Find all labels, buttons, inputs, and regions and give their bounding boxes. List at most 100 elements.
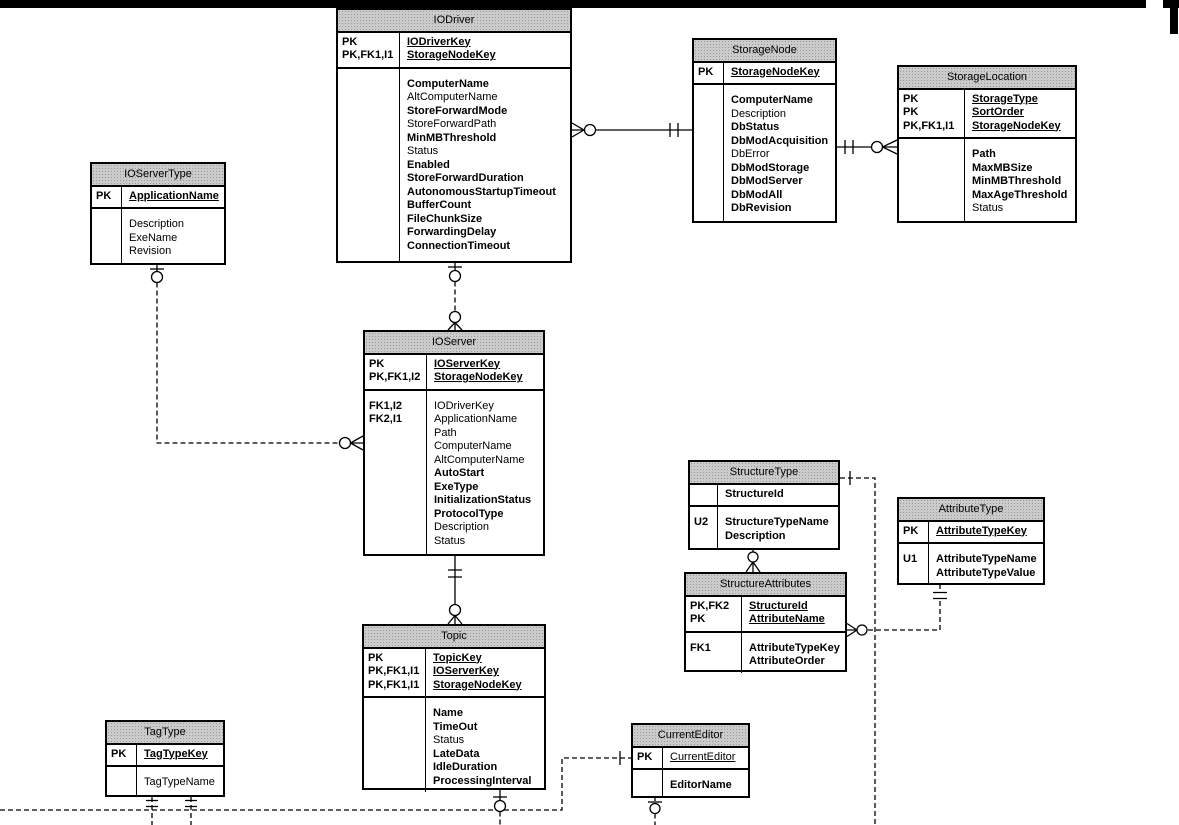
attr-field: ExeType (434, 480, 479, 493)
attr-field: DbStatus (731, 121, 780, 133)
attr-field: DbModStorage (731, 161, 810, 174)
entity-structuretype[interactable]: StructureType StructureId U2 StructureTy… (688, 460, 840, 550)
key-designator-column: PK (633, 747, 663, 768)
key-field: StorageType (972, 92, 1038, 105)
attr-designator-column (338, 68, 400, 261)
key-designator: PK (903, 106, 919, 118)
rel-storagenode-iodriver[interactable] (571, 122, 692, 138)
key-field: StorageNodeKey (433, 678, 522, 691)
attr-field: Description (725, 529, 786, 542)
key-designator: PK,FK1,I1 (903, 119, 955, 132)
attr-designator-column (107, 767, 137, 795)
key-field-column: CurrentEditor (663, 748, 748, 769)
key-field: SortOrder (972, 106, 1024, 118)
attr-field: Revision (129, 245, 172, 257)
attr-field: BufferCount (407, 199, 472, 211)
attr-field: AttributeTypeKey (749, 641, 840, 654)
rel-ioservertype-ioserver[interactable] (150, 265, 364, 451)
entity-title: AttributeType (899, 499, 1043, 522)
attr-field: DbModServer (731, 175, 803, 187)
attr-designator-column (633, 770, 663, 797)
key-designator: PK (342, 35, 358, 48)
entity-attribute-section: EditorName (633, 770, 748, 797)
attr-field: AltComputerName (407, 91, 498, 103)
key-designator: PK (903, 92, 919, 105)
attr-field: MaxMBSize (972, 161, 1033, 174)
key-field: TopicKey (433, 651, 482, 664)
key-designator-column: PK (899, 521, 929, 542)
attr-field-column: TagTypeName (137, 767, 223, 795)
entity-title: StorageLocation (899, 67, 1075, 90)
attr-field: ProtocolType (434, 507, 504, 520)
attr-field: ConnectionTimeout (407, 239, 511, 252)
attr-field: DbModAcquisition (731, 134, 829, 147)
attr-designator: U1 (903, 553, 918, 565)
entity-tagtype[interactable]: TagType PK TagTypeKey TagTypeName (105, 720, 225, 797)
entity-currenteditor[interactable]: CurrentEditor PK CurrentEditor EditorNam… (631, 723, 750, 798)
key-designator: PK (690, 613, 706, 625)
attr-field: TimeOut (433, 720, 478, 733)
key-field-column: TagTypeKey (137, 745, 223, 766)
attr-field: ProcessingInterval (433, 774, 532, 787)
attr-field: Status (972, 202, 1004, 214)
entity-ioservertype[interactable]: IOServerType PK ApplicationName Descript… (90, 162, 226, 265)
rel-ioserver-topic[interactable] (447, 556, 463, 625)
rel-storagenode-storagelocation[interactable] (837, 139, 898, 155)
attr-field: TagTypeName (144, 776, 215, 788)
rel-attributetype-structureattributes[interactable] (846, 585, 947, 638)
key-field: CurrentEditor (670, 750, 736, 763)
key-field: TagTypeKey (144, 747, 208, 760)
entity-title: TagType (107, 722, 223, 745)
top-right-black-mark (1163, 0, 1179, 8)
attr-field: MaxAgeThreshold (972, 188, 1068, 201)
attr-field: ExeName (129, 231, 178, 244)
attr-field: MinMBThreshold (972, 175, 1062, 187)
attr-field-column: EditorName (663, 770, 748, 797)
rel-offscreen-currenteditor[interactable] (0, 751, 631, 811)
attr-field: Name (433, 707, 463, 719)
key-designator: PK (111, 747, 127, 760)
attr-field: Status (407, 145, 439, 157)
key-designator-column: PK (107, 744, 137, 765)
attr-field: ComputerName (407, 77, 489, 90)
entity-title: StorageNode (694, 40, 835, 63)
rel-iodriver-ioserver[interactable] (447, 263, 463, 331)
rel-structuretype-structureattributes[interactable] (745, 550, 761, 573)
key-field-column: StructureId (718, 485, 838, 506)
rel-topic-offscreen[interactable] (493, 790, 507, 825)
top-right-black-sliver (1170, 8, 1178, 34)
attr-designator-column: U2 (690, 507, 718, 548)
key-designator-column: PK (694, 62, 724, 83)
attr-field: IODriverKey (434, 399, 494, 412)
rel-tagtype-offscreen-1[interactable] (146, 797, 158, 825)
attr-designator-column: U1 (899, 544, 929, 584)
key-designator: PK (637, 750, 653, 763)
entity-attributetype[interactable]: AttributeType PK AttributeTypeKey U1 Att… (897, 497, 1045, 585)
rel-structuretype-offscreen[interactable] (840, 471, 876, 825)
attr-field: ApplicationName (434, 413, 518, 425)
rel-currenteditor-offscreen[interactable] (648, 798, 662, 825)
attr-field: Status (434, 534, 466, 547)
attr-designator-column (694, 85, 724, 221)
entity-storagenode[interactable]: StorageNode PK StorageNodeKey ComputerNa… (692, 38, 837, 223)
rel-tagtype-offscreen-2[interactable] (185, 797, 197, 825)
key-designator: PK,FK1,I2 (369, 371, 421, 383)
